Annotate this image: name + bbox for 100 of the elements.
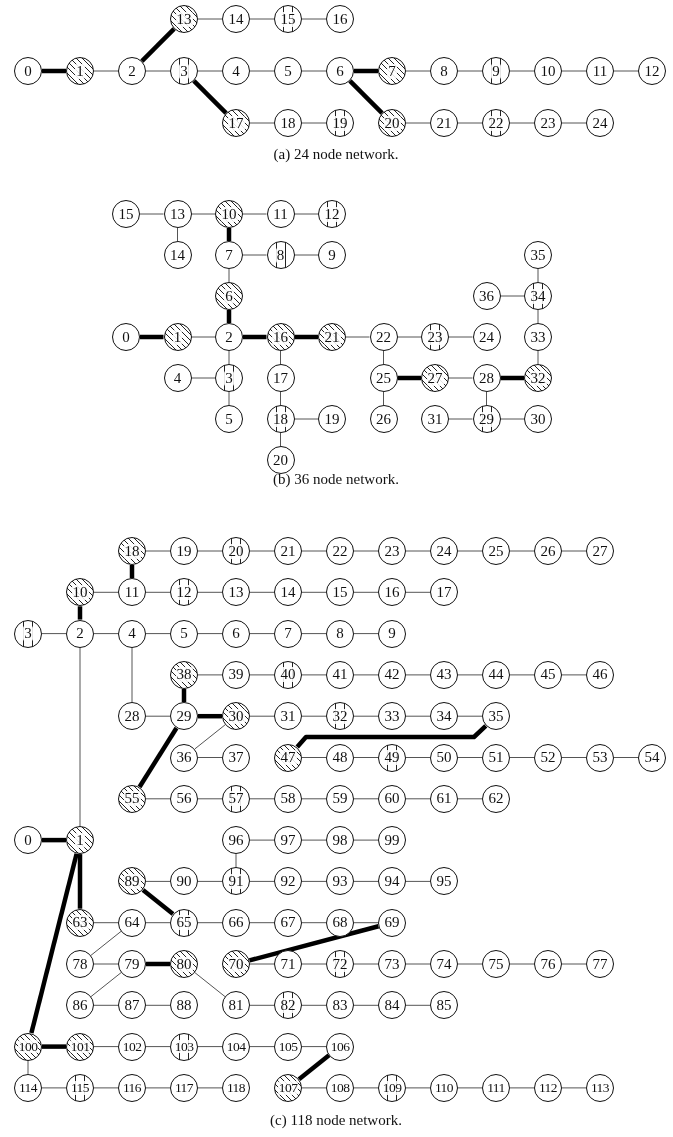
- hatched-node-circle: 20: [378, 109, 406, 137]
- node-circle: 0: [112, 323, 140, 351]
- link-line: [93, 591, 119, 593]
- node-circle: 81: [222, 991, 250, 1020]
- node-circle: 54: [638, 743, 666, 772]
- subfigure-caption: (a) 24 node network.: [273, 146, 399, 163]
- thick-link-line: [146, 961, 170, 967]
- link-line: [383, 350, 384, 365]
- node-circle: 108: [326, 1073, 354, 1102]
- link-line: [145, 798, 171, 800]
- thick-link-line: [297, 1053, 331, 1081]
- striped-node-circle: 3: [170, 57, 198, 85]
- node-circle: 90: [170, 867, 198, 896]
- node-circle: 104: [222, 1032, 250, 1061]
- striped-node-circle: 103: [170, 1032, 198, 1061]
- striped-node-circle: 72: [326, 950, 354, 978]
- link-line: [509, 674, 535, 676]
- hatched-node-circle: 70: [222, 950, 250, 978]
- link-line: [405, 674, 431, 676]
- node-circle: 22: [326, 537, 354, 565]
- link-line: [197, 922, 223, 924]
- link-line: [197, 18, 223, 20]
- link-line: [242, 254, 267, 256]
- node-circle: 0: [14, 826, 42, 855]
- node-circle: 16: [378, 578, 406, 607]
- hatched-node-circle: 27: [421, 364, 449, 392]
- link-line: [457, 674, 483, 676]
- thick-link-line: [354, 68, 378, 74]
- thick-link-line: [397, 375, 421, 381]
- striped-node-circle: 9: [482, 57, 510, 85]
- striped-node-circle: 18: [266, 405, 295, 433]
- link-line: [561, 1087, 587, 1089]
- node-circle: 105: [274, 1032, 302, 1061]
- striped-node-circle: 3: [215, 364, 243, 392]
- node-circle: 14: [274, 578, 302, 607]
- node-circle: 4: [222, 57, 250, 85]
- node-circle: 79: [118, 950, 146, 978]
- link-line: [249, 674, 275, 676]
- link-line: [561, 757, 587, 758]
- striped-node-circle: 3: [14, 619, 42, 648]
- node-circle: 67: [274, 908, 302, 937]
- link-line: [405, 757, 431, 758]
- link-line: [457, 963, 483, 965]
- link-line: [405, 963, 431, 965]
- link-line: [561, 550, 587, 552]
- link-line: [405, 122, 431, 124]
- thick-link-line: [77, 854, 83, 909]
- link-line: [249, 18, 275, 20]
- link-line: [194, 972, 226, 998]
- link-line: [405, 1004, 431, 1006]
- link-line: [301, 1087, 327, 1089]
- node-circle: 117: [170, 1073, 198, 1102]
- link-line: [249, 880, 275, 882]
- link-line: [457, 550, 483, 552]
- link-line: [509, 70, 535, 72]
- node-circle: 5: [170, 619, 198, 648]
- link-line: [249, 591, 275, 593]
- node-circle: 22: [369, 323, 398, 351]
- thick-link-line: [42, 68, 66, 74]
- link-line: [353, 633, 379, 635]
- link-line: [90, 930, 122, 956]
- link-line: [197, 633, 223, 635]
- node-circle: 111: [482, 1073, 510, 1102]
- subfigure-caption: (b) 36 node network.: [273, 471, 399, 488]
- link-line: [41, 633, 67, 635]
- link-line: [509, 963, 535, 965]
- thick-link-line: [243, 334, 267, 340]
- node-circle: 39: [222, 660, 250, 689]
- link-line: [145, 550, 171, 552]
- hatched-node-circle: 21: [318, 323, 346, 351]
- striped-node-circle: 109: [378, 1073, 406, 1102]
- node-circle: 45: [534, 660, 562, 689]
- node-circle: 36: [170, 743, 198, 772]
- node-circle: 19: [318, 405, 346, 433]
- node-circle: 116: [118, 1073, 146, 1102]
- hatched-node-circle: 17: [222, 109, 250, 137]
- striped-node-circle: 34: [524, 282, 552, 310]
- link-line: [561, 674, 587, 676]
- node-circle: 2: [66, 619, 94, 648]
- node-circle: 28: [472, 364, 501, 392]
- node-circle: 17: [430, 578, 458, 607]
- link-line: [345, 336, 370, 338]
- link-line: [41, 1087, 67, 1089]
- node-circle: 102: [118, 1032, 146, 1061]
- node-circle: 50: [430, 743, 458, 772]
- node-circle: 37: [222, 743, 250, 772]
- thick-link-line: [137, 726, 179, 789]
- thick-link-line: [29, 853, 79, 1034]
- link-line: [191, 377, 216, 379]
- thick-link-line: [192, 79, 228, 115]
- hatched-node-circle: 18: [118, 537, 146, 565]
- link-line: [405, 70, 431, 72]
- node-circle: 24: [472, 323, 501, 351]
- link-line: [139, 213, 164, 215]
- node-circle: 110: [430, 1073, 458, 1102]
- node-circle: 23: [378, 537, 406, 565]
- link-line: [93, 70, 119, 72]
- node-circle: 14: [222, 5, 250, 33]
- link-line: [90, 972, 122, 998]
- link-line: [228, 350, 230, 365]
